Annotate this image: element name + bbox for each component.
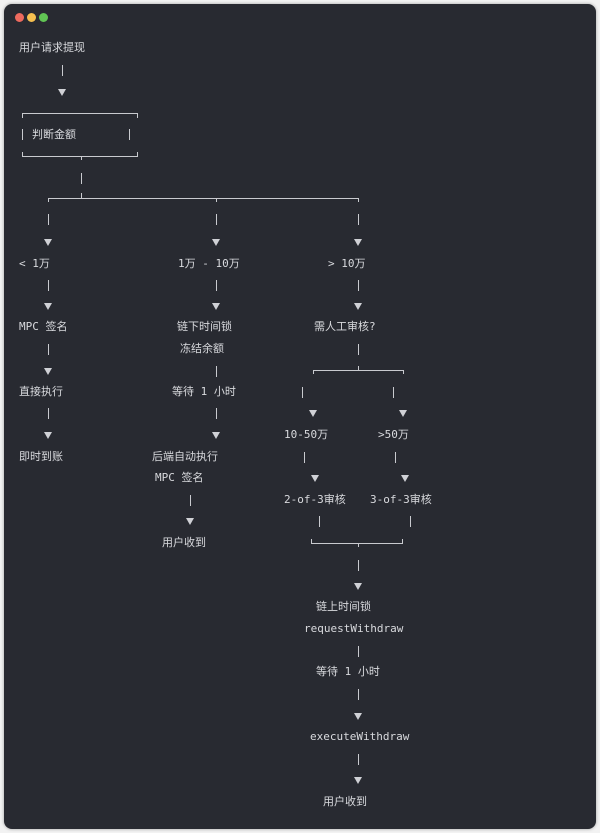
minimize-button[interactable] [27,13,36,22]
connector [216,408,217,419]
arrow-down-icon [44,432,52,439]
step: 等待 1 小时 [172,385,236,398]
arrow-down-icon [212,239,220,246]
connector [358,754,359,765]
branch-large-label: > 10万 [328,257,366,270]
step: 链下时间锁 [177,320,232,333]
connector [313,370,314,374]
arrow-down-icon [354,583,362,590]
connector [81,173,82,184]
step: 直接执行 [19,385,63,398]
sub-a-label: 10-50万 [284,428,329,441]
sub-b-step: 3-of-3审核 [370,493,432,506]
connector [358,214,359,225]
code-window [4,4,596,829]
decision-node: 判断金额 [32,128,76,141]
connector [62,65,63,76]
connector [410,516,411,527]
step: 后端自动执行 [152,450,218,463]
review-node: 需人工审核? [314,320,376,333]
sub-a-step: 2-of-3审核 [284,493,346,506]
arrow-down-icon [44,303,52,310]
connector [216,280,217,291]
connector [190,495,191,506]
step: 即时到账 [19,450,63,463]
connector [216,198,217,202]
arrow-down-icon [399,410,407,417]
step: MPC 签名 [19,320,68,333]
connector [48,344,49,355]
sub-b-label: >50万 [378,428,409,441]
arrow-down-icon [354,239,362,246]
close-button[interactable] [15,13,24,22]
connector [358,543,359,547]
connector [216,214,217,225]
arrow-down-icon [311,475,319,482]
connector [311,539,312,543]
connector [48,408,49,419]
decision-box: 判断金额 [22,113,138,157]
step: requestWithdraw [304,622,404,635]
branch-small-label: < 1万 [19,257,50,270]
connector [81,156,82,160]
connector [304,452,305,463]
maximize-button[interactable] [39,13,48,22]
branch-medium-label: 1万 - 10万 [178,257,240,270]
branch-line [48,198,359,199]
arrow-down-icon [44,239,52,246]
connector [393,387,394,398]
connector [302,387,303,398]
split-line [313,370,404,371]
connector [395,452,396,463]
step: 等待 1 小时 [316,665,380,678]
start-node: 用户请求提现 [19,41,85,54]
step: 用户收到 [162,536,206,549]
connector [402,539,403,543]
connector [358,646,359,657]
connector [48,198,49,202]
connector [358,560,359,571]
arrow-down-icon [354,777,362,784]
arrow-down-icon [44,368,52,375]
arrow-down-icon [354,713,362,720]
arrow-down-icon [58,89,66,96]
connector [358,344,359,355]
arrow-down-icon [309,410,317,417]
connector [358,280,359,291]
connector [358,198,359,202]
connector [358,689,359,700]
step: 冻结余额 [180,342,224,355]
arrow-down-icon [401,475,409,482]
arrow-down-icon [212,432,220,439]
step: MPC 签名 [155,471,204,484]
arrow-down-icon [212,303,220,310]
connector [319,516,320,527]
connector [48,214,49,225]
merge-line [311,543,403,544]
connector [216,366,217,377]
step: 链上时间锁 [316,600,371,613]
connector [81,193,82,198]
arrow-down-icon [354,303,362,310]
step: 用户收到 [323,795,367,808]
arrow-down-icon [186,518,194,525]
connector [403,370,404,374]
connector [48,280,49,291]
connector [358,366,359,370]
step: executeWithdraw [310,730,410,743]
